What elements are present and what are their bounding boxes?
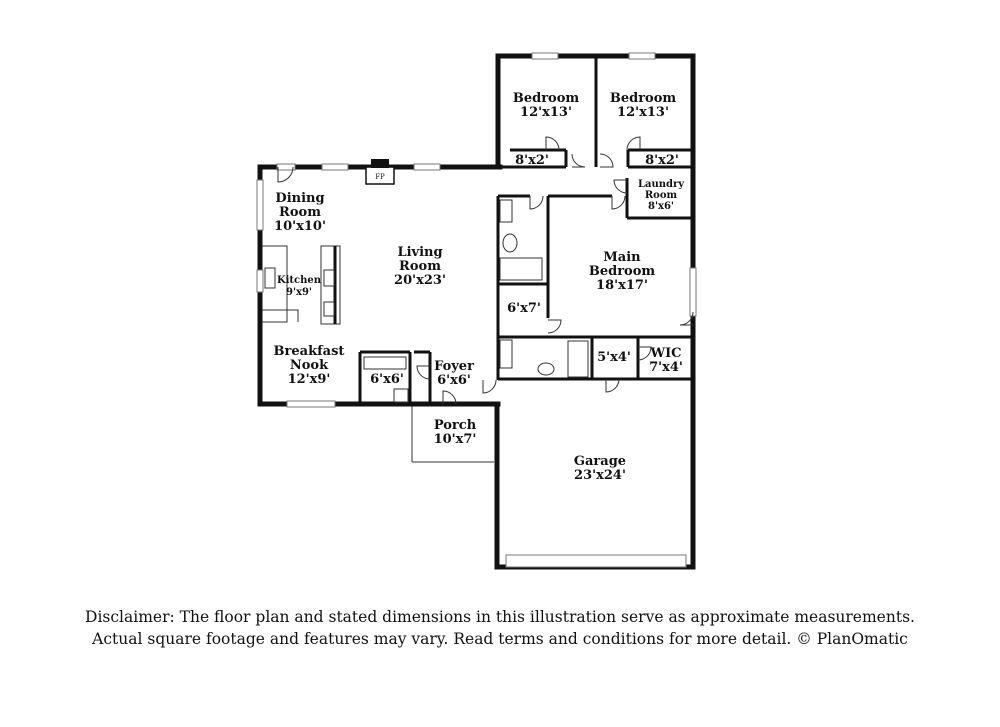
room-living: Living Room 20'x23' bbox=[394, 245, 446, 288]
room-label: Nook bbox=[290, 358, 329, 373]
room-label: Kitchen bbox=[277, 275, 322, 286]
windows bbox=[256, 52, 697, 568]
room-dimensions: 10'x7' bbox=[434, 432, 477, 447]
room-dimensions: 12'x9' bbox=[288, 372, 331, 387]
room-dimensions: 23'x24' bbox=[574, 468, 626, 483]
room-label: Breakfast bbox=[274, 344, 345, 359]
utility-dimensions: 6'x6' bbox=[370, 372, 404, 387]
room-dimensions: 12'x13' bbox=[520, 105, 572, 120]
kitchen-counters bbox=[262, 245, 341, 325]
room-wic: WIC 7'x4' bbox=[649, 346, 683, 375]
room-bedroom-2: Bedroom 12'x13' bbox=[610, 91, 677, 120]
wic-closet-dimensions: 5'x4' bbox=[597, 350, 631, 365]
room-dimensions: 6'x6' bbox=[437, 373, 471, 388]
room-label: Living bbox=[397, 245, 442, 260]
room-kitchen: Kitchen 9'x9' bbox=[277, 275, 322, 298]
room-main-bedroom: Main Bedroom 18'x17' bbox=[589, 250, 656, 293]
room-foyer: Foyer 6'x6' bbox=[434, 359, 474, 388]
room-dimensions: 7'x4' bbox=[649, 360, 683, 375]
fireplace: FP bbox=[365, 159, 395, 185]
room-laundry: Laundry Room 8'x6' bbox=[638, 179, 685, 212]
disclaimer-line-1: Disclaimer: The floor plan and stated di… bbox=[85, 608, 915, 626]
floor-plan: FP bbox=[256, 52, 697, 570]
doors bbox=[277, 136, 694, 405]
room-label: Laundry bbox=[638, 179, 685, 190]
room-label: Dining bbox=[275, 191, 324, 206]
room-dining: Dining Room 10'x10' bbox=[274, 191, 326, 234]
room-label: Garage bbox=[574, 454, 626, 469]
room-porch: Porch 10'x7' bbox=[434, 418, 477, 447]
room-label: Bedroom bbox=[513, 91, 580, 106]
room-dimensions: 9'x9' bbox=[286, 287, 312, 298]
room-bedroom-1: Bedroom 12'x13' bbox=[513, 91, 580, 120]
room-label: Room bbox=[645, 190, 678, 201]
bath-fixtures bbox=[363, 199, 589, 403]
room-garage: Garage 23'x24' bbox=[574, 454, 626, 483]
disclaimer-line-2: Actual square footage and features may v… bbox=[92, 630, 908, 648]
closet-2-dimensions: 8'x2' bbox=[645, 153, 679, 168]
room-dimensions: 12'x13' bbox=[617, 105, 669, 120]
room-breakfast-nook: Breakfast Nook 12'x9' bbox=[274, 344, 345, 387]
closet-1-dimensions: 8'x2' bbox=[515, 153, 549, 168]
room-label: Room bbox=[279, 205, 321, 220]
room-label: Porch bbox=[434, 418, 477, 433]
room-dimensions: 18'x17' bbox=[596, 278, 648, 293]
room-label: Room bbox=[399, 259, 441, 274]
room-dimensions: 10'x10' bbox=[274, 219, 326, 234]
room-label: Bedroom bbox=[589, 264, 656, 279]
room-label: Bedroom bbox=[610, 91, 677, 106]
porch-outline bbox=[411, 404, 494, 463]
room-label: WIC bbox=[649, 346, 681, 361]
room-label: Foyer bbox=[434, 359, 474, 374]
room-label: Main bbox=[603, 250, 641, 265]
room-dimensions: 8'x6' bbox=[648, 201, 674, 212]
room-dimensions: 20'x23' bbox=[394, 273, 446, 288]
bath-closet-dimensions: 6'x7' bbox=[507, 301, 541, 316]
interior-walls bbox=[358, 56, 693, 404]
fireplace-label: FP bbox=[375, 173, 385, 181]
